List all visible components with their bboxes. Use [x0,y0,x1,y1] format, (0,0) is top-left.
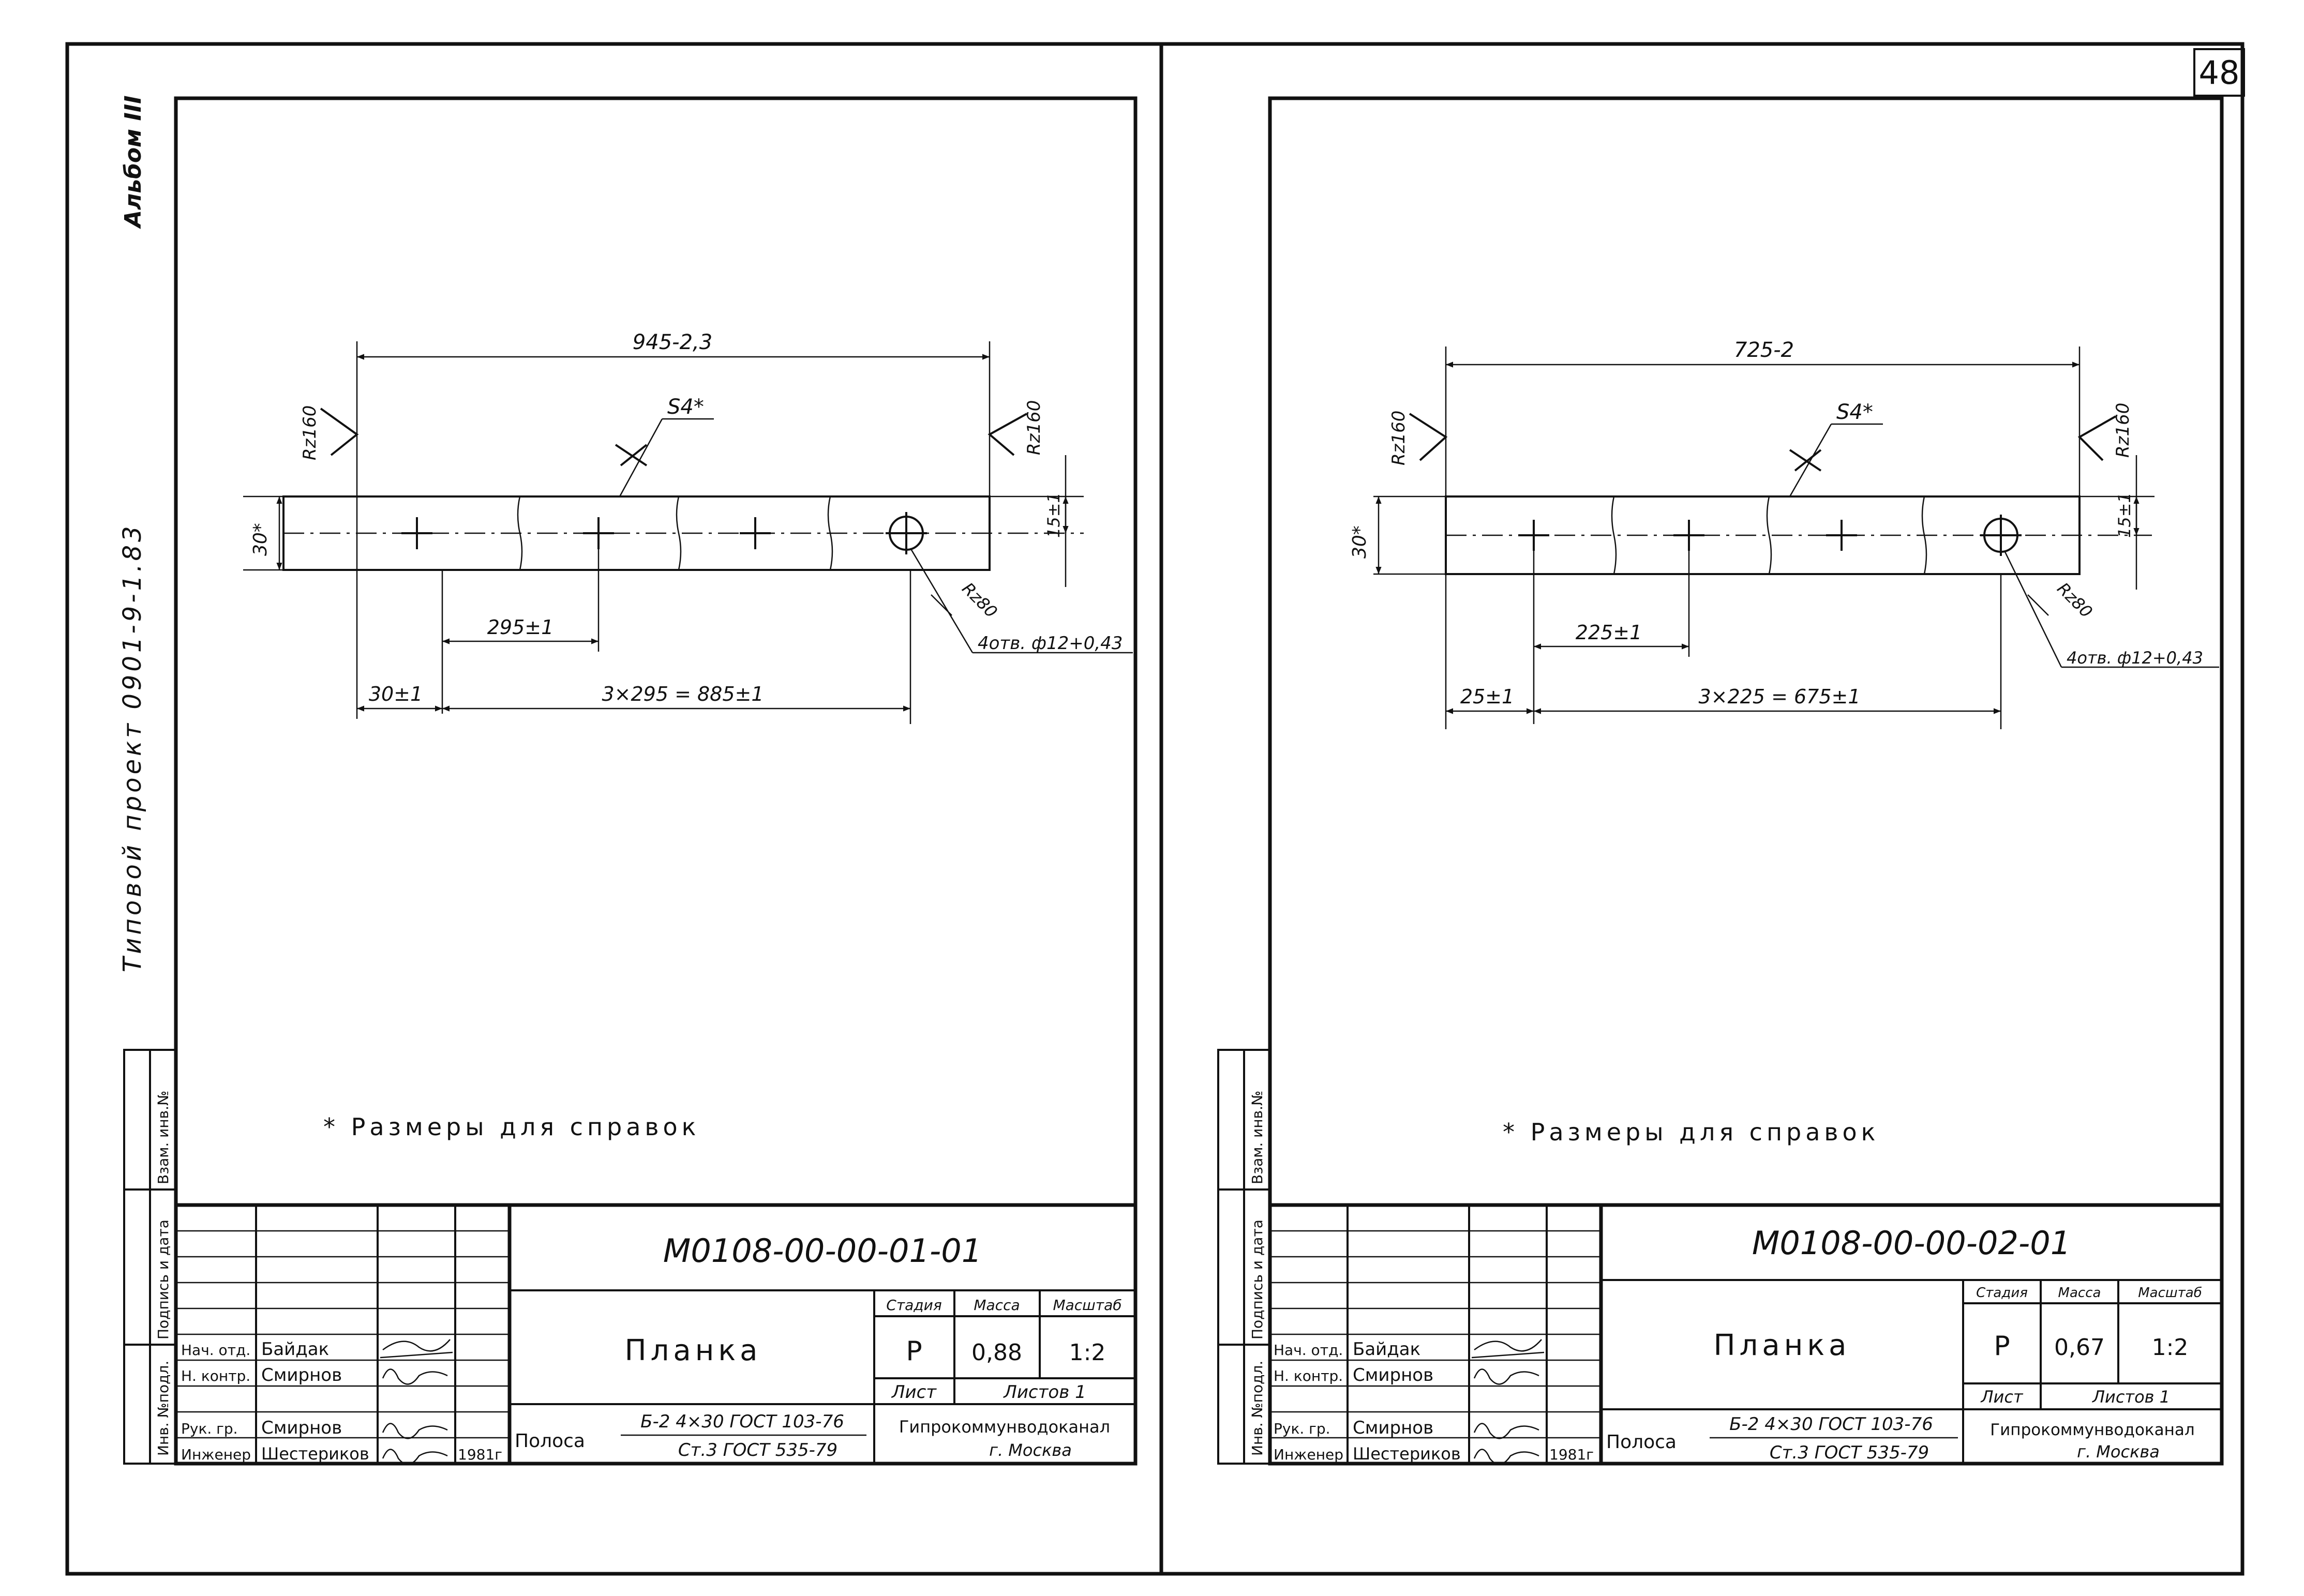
sheet-2-name-1: Смирнов [1353,1365,1433,1386]
sheet-2-stamp-sign: Подпись и дата [1249,1219,1266,1339]
sheet-2-role-2: Рук. гр. [1274,1420,1330,1437]
sheet-2-sheets-label: Листов 1 [2092,1387,2170,1407]
sheet-1-role-3: Инженер [181,1446,251,1463]
sheet-1-material-prefix: Полоса [515,1431,585,1452]
sheet-1-name-3: Шестериков [261,1444,369,1464]
sheet-2-chain: 3×225 = 675±1 [1698,685,1860,708]
sheet-2-part [1445,495,2152,575]
sheet-1-sheet-label: Лист [891,1382,937,1403]
sheet-1-hole-roughness: Rz80 [958,579,1001,622]
sheet-2-roughness-left: Rz160 [1388,411,1409,465]
sheet-2-year: 1981г [1549,1446,1594,1463]
project-label: Типовой проект 0901-9-1.83 [118,523,147,972]
sheet-2-stage-header: Стадия [1976,1285,2028,1301]
sheet-2-title-block: Нач. отд. Байдак Н. контр. Смирнов Рук. … [1270,1203,2222,1465]
sheet-1-org-name: Гипрокоммунводоканал [899,1417,1110,1437]
sheet-2-org-name: Гипрокоммунводоканал [1990,1421,2194,1439]
sheet-1-dim-overall: 945-2,3 [633,330,712,354]
sheet-1-name-1: Смирнов [261,1365,342,1386]
sheet-2-role-1: Н. контр. [1274,1367,1343,1384]
sheet-2-designation: М0108-00-00-02-01 [1752,1224,2071,1262]
sheet-2: Инв. №подл. Подпись и дата Взам. инв.№ 7… [1217,96,2224,1466]
sheet-2-role-0: Нач. отд. [1274,1342,1343,1359]
sheet-1: Инв. №подл. Подпись и дата Взам. инв.№ 9… [123,96,1138,1466]
sheet-2-role-3: Инженер [1274,1446,1343,1463]
sheet-2-stamp-vzam: Взам. инв.№ [1249,1091,1266,1184]
sheet-2-roughness-right: Rz160 [2113,403,2133,458]
sheet-2-hole-roughness: Rz80 [2053,579,2096,622]
sheet-2-pitch: 225±1 [1576,621,1642,644]
sheet-2-stage: Р [1994,1331,2010,1362]
sheet-1-title-block: Нач. отд. Байдак Н. контр. Смирнов Рук. … [176,1203,1135,1465]
sheet-1-stage: Р [906,1336,922,1367]
sheet-1-designation: М0108-00-00-01-01 [663,1232,982,1270]
sheet-1-role-2: Рук. гр. [181,1420,238,1437]
sheet-1-material-top: Б-2 4×30 ГОСТ 103-76 [640,1411,844,1432]
sheet-1-role-0: Нач. отд. [181,1342,250,1359]
sheet-1-part [282,495,1084,571]
sheet-1-role-1: Н. контр. [181,1367,250,1384]
sheet-1-name-0: Байдак [261,1339,329,1360]
sheet-1-thickness: S4* [667,395,704,419]
sheet-2-mass-header: Масса [2058,1285,2101,1301]
sheet-1-note: * Размеры для справок [323,1113,700,1141]
sheet-1-frame [174,96,1138,1466]
sheet-1-stage-header: Стадия [886,1297,941,1314]
sheet-1-mass-header: Масса [974,1297,1020,1314]
sheet-2-name-0: Байдак [1353,1339,1420,1360]
sheet-2-holes: 4отв. ф12+0,43 [2067,648,2203,668]
sheet-1-roughness-left: Rz160 [300,405,320,460]
sheet-2-dim-overall: 725-2 [1734,338,1794,362]
sheet-2-material-top: Б-2 4×30 ГОСТ 103-76 [1729,1414,1933,1435]
sheet-2-material-bottom: Ст.3 ГОСТ 535-79 [1770,1442,1929,1463]
sheet-1-part-name: Планка [625,1334,762,1367]
sheet-2-name-2: Смирнов [1353,1418,1433,1438]
sheet-1-year: 1981г [458,1446,502,1463]
sheet-1-name-2: Смирнов [261,1418,342,1438]
sheet-1-pitch: 295±1 [487,616,554,639]
sheet-1-edge: 30±1 [369,683,423,705]
sheet-1-org-city: г. Москва [989,1440,1072,1460]
sheet-2-sheet-label: Лист [1980,1387,2023,1407]
sheet-1-stamp-vzam: Взам. инв.№ [155,1091,172,1184]
sheet-2-width: 30* [1349,525,1370,559]
sheet-2-frame [1268,96,2224,1466]
sheet-2-org-city: г. Москва [2077,1442,2160,1462]
sheet-1-holes: 4отв. ф12+0,43 [978,633,1123,654]
sheet-2-part-name: Планка [1714,1329,1851,1362]
sheet-2-note: * Размеры для справок [1503,1118,1879,1146]
sheet-2-half-width: 15±1 [2115,492,2134,538]
sheet-2-stamp-inv: Инв. №подл. [1249,1361,1266,1456]
sheet-1-mass: 0,88 [971,1339,1022,1366]
sheet-1-sheets-label: Листов 1 [1003,1382,1086,1403]
sheet-2-mass: 0,67 [2054,1334,2105,1361]
sheet-2-material-prefix: Полоса [1606,1432,1677,1453]
album-label: Альбом III [120,96,146,229]
sheet-1-material-bottom: Ст.3 ГОСТ 535-79 [678,1440,837,1461]
page-number: 48 [2199,54,2240,92]
sheet-2-edge: 25±1 [1460,685,1514,708]
sheet-1-scale: 1:2 [1069,1339,1106,1366]
sheet-2-thickness: S4* [1836,400,1873,424]
sheet-1-width: 30* [250,523,271,556]
sheet-2-scale: 1:2 [2152,1334,2189,1361]
sheet-1-half-width: 15±1 [1044,492,1064,538]
sheet-1-chain: 3×295 = 885±1 [602,683,764,705]
sheet-1-roughness-right: Rz160 [1024,400,1044,455]
sheet-1-stamp-inv: Инв. №подл. [155,1361,172,1456]
page-number-box [2193,48,2245,97]
sheet-1-stamp-sign: Подпись и дата [155,1219,172,1339]
outer-border [65,42,2245,1576]
sheet-2-name-3: Шестериков [1353,1444,1461,1464]
sheet-2-scale-header: Масштаб [2138,1285,2202,1301]
sheet-1-scale-header: Масштаб [1053,1297,1121,1314]
